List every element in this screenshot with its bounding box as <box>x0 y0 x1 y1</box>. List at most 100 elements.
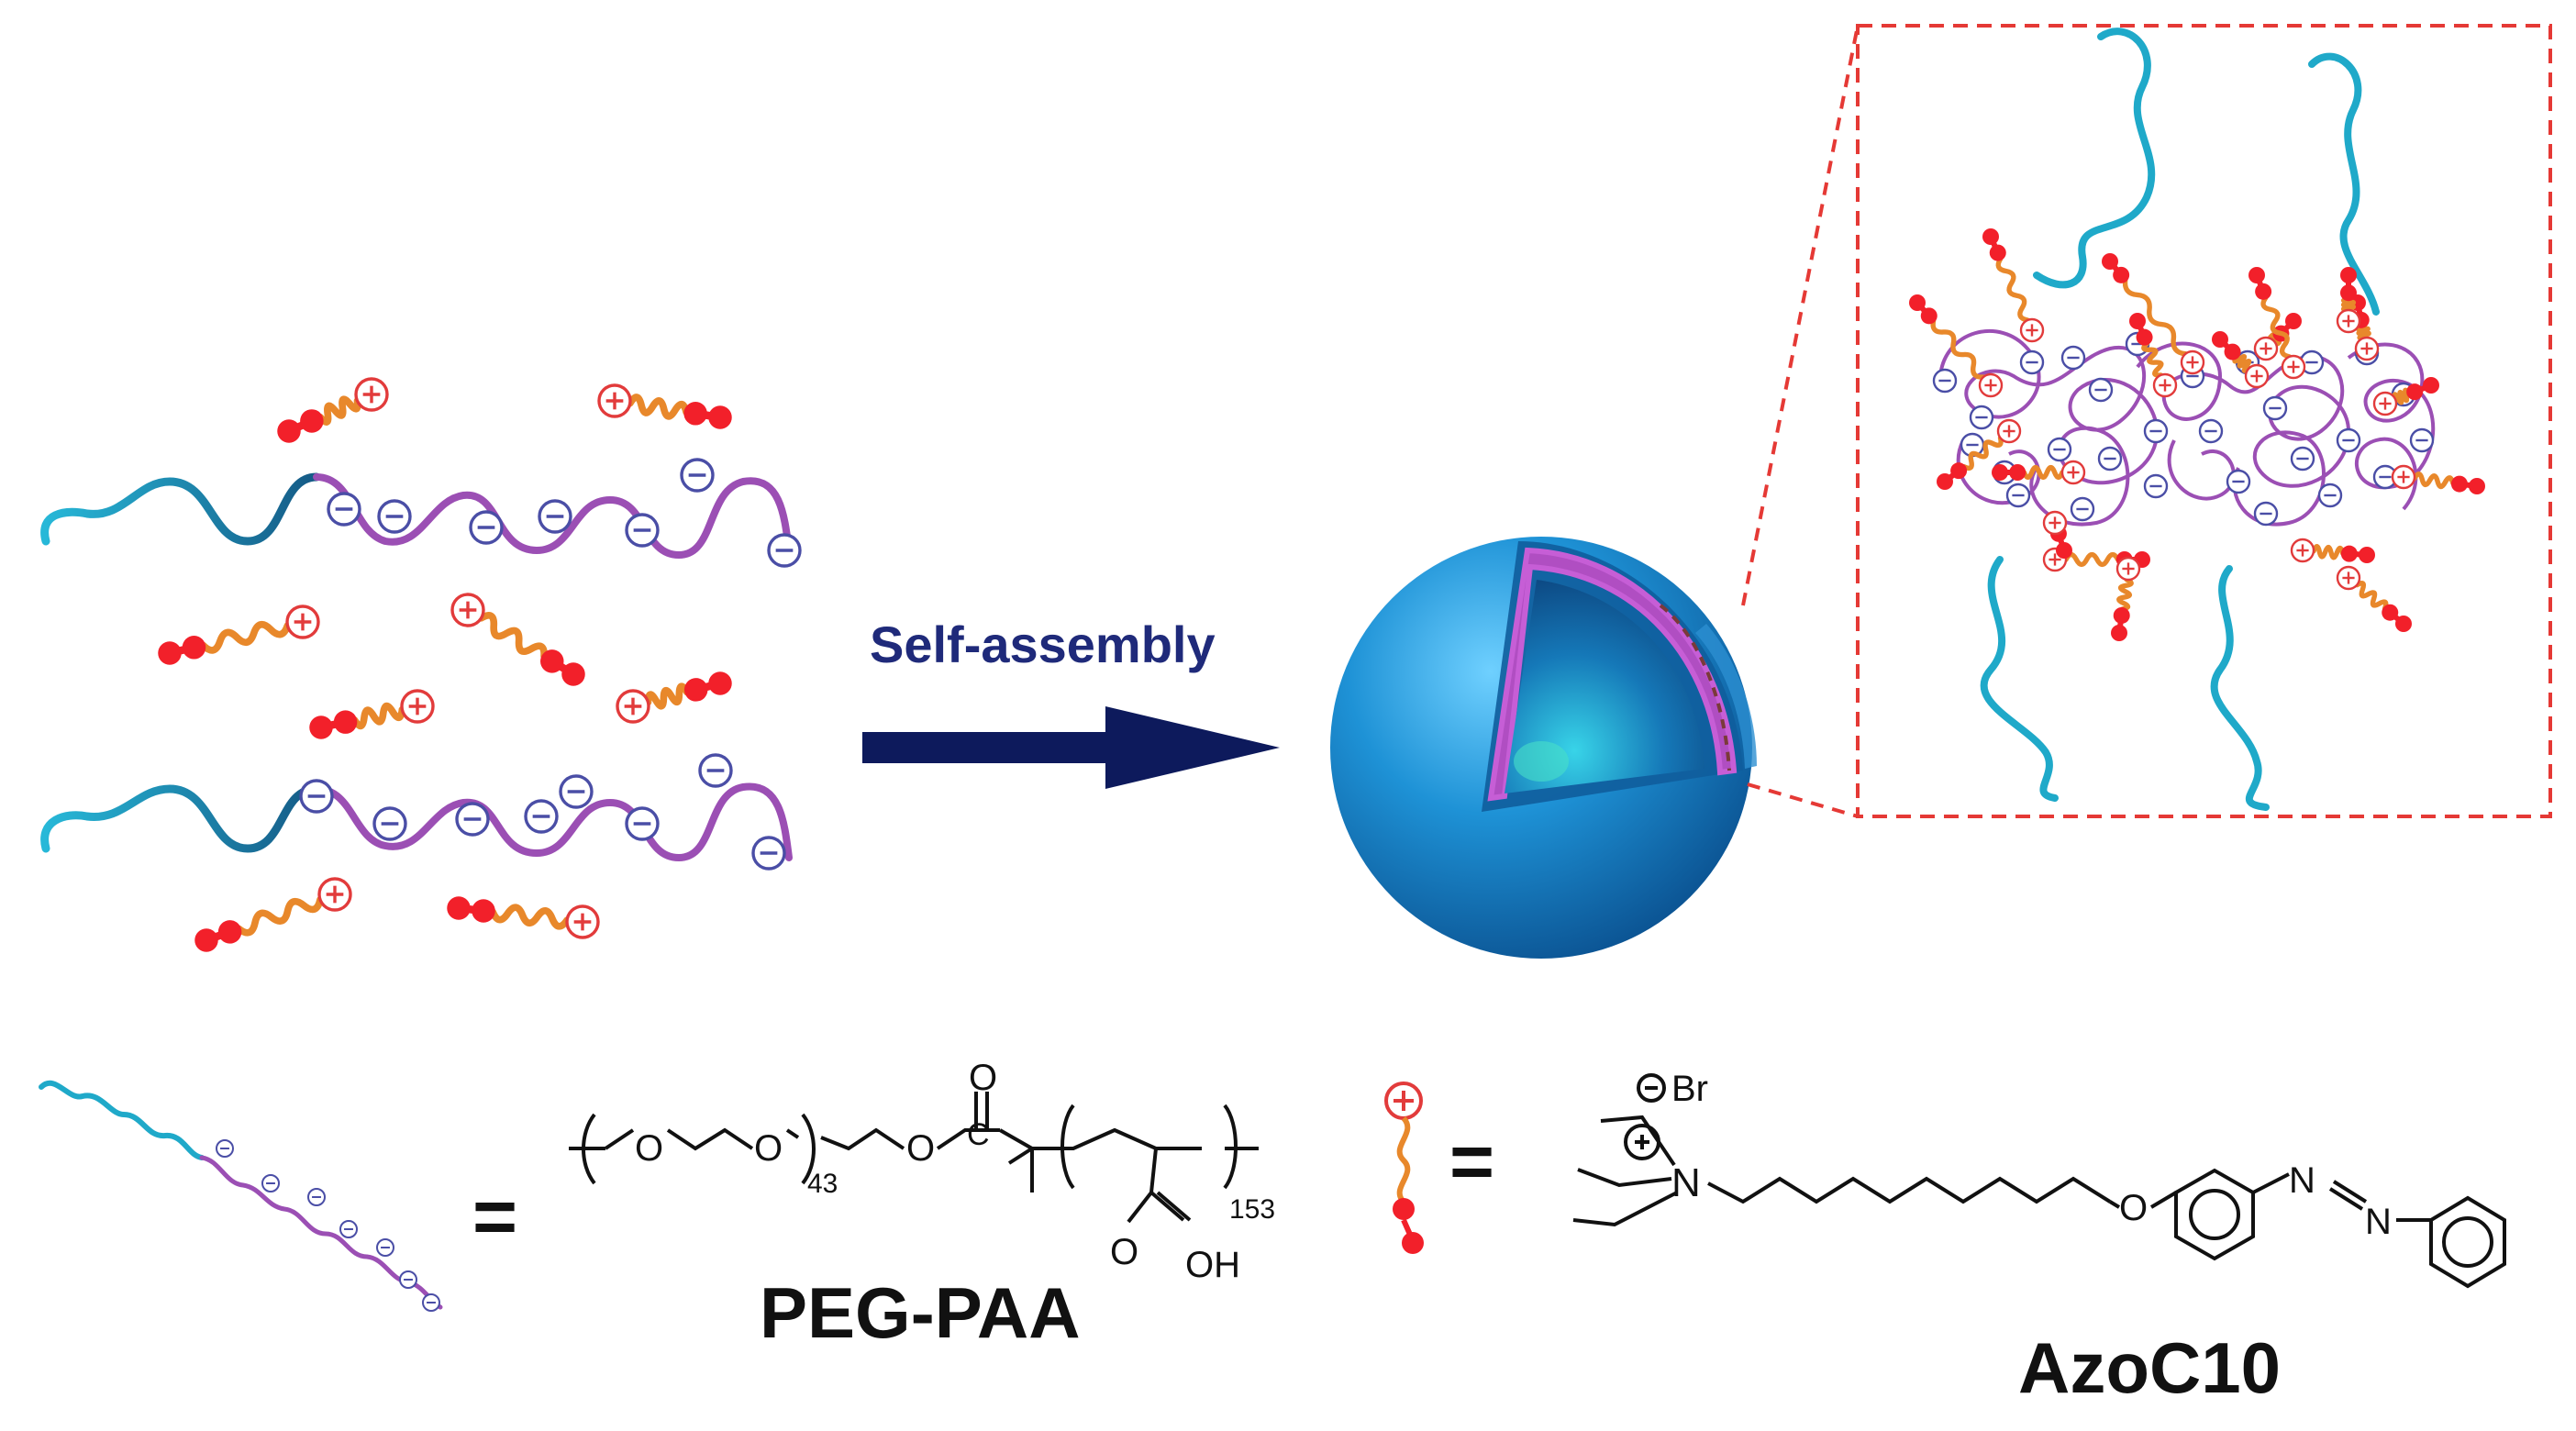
paa-repeat-count: 153 <box>1229 1194 1275 1225</box>
negative-charge <box>625 806 660 841</box>
positive-charge <box>2019 317 2045 343</box>
negative-charge <box>559 774 594 809</box>
arrow-shaft <box>862 732 1110 763</box>
legend-negative-charges <box>216 1139 440 1312</box>
carbonyl-o: O <box>969 1058 997 1098</box>
azoc10-surfactant <box>2248 267 2306 380</box>
azoc10-surfactant <box>2391 464 2485 494</box>
surfactant-name: AzoC10 <box>2018 1327 2281 1408</box>
positive-charge <box>2281 354 2306 380</box>
azoc10-surfactant <box>1937 418 2022 490</box>
peg-corona-bottom-2 <box>2210 565 2270 811</box>
negative-charge <box>2409 427 2435 453</box>
azoc10-surfactant <box>597 383 732 429</box>
positive-charge <box>2042 510 2068 536</box>
negative-charge <box>299 779 334 814</box>
ether-o-2: O <box>754 1128 783 1169</box>
negative-charge <box>2290 446 2315 471</box>
negative-charge <box>2226 469 2251 494</box>
positive-charge <box>354 377 389 412</box>
positive-charge <box>2060 460 2086 485</box>
azoc10-surfactant <box>1982 228 2045 343</box>
positive-charge <box>1978 372 2004 398</box>
positive-charge <box>2244 363 2270 389</box>
negative-charge <box>2253 501 2279 527</box>
peg-block <box>40 472 321 546</box>
azoc10-surfactant <box>194 877 352 952</box>
positive-charge <box>2290 538 2315 563</box>
cavity-highlight <box>1514 741 1569 782</box>
azoc10-surfactant <box>2111 556 2141 641</box>
negative-charge <box>538 499 572 534</box>
negative-charge <box>2060 345 2086 371</box>
negative-charge <box>698 753 733 788</box>
negative-charge <box>1932 368 1958 394</box>
negative-charge <box>327 492 361 527</box>
ether-o-1: O <box>635 1128 663 1169</box>
negative-charge <box>2019 349 2045 375</box>
negative-charge <box>2317 483 2343 508</box>
azoc10-labels: N Br O N N AzoC10 <box>1671 1069 2392 1408</box>
positive-charge <box>2391 464 2416 490</box>
positive-charge <box>2115 556 2141 582</box>
cooh-oh: OH <box>1185 1245 1240 1285</box>
negative-charge <box>767 533 802 568</box>
free-surfactants <box>158 377 732 952</box>
ester-carbon: C <box>967 1117 990 1152</box>
azoc10-surfactant <box>1992 460 2086 485</box>
negative-charge <box>2070 496 2095 522</box>
azoc10-surfactant <box>616 671 732 724</box>
zoom-guide-bottom <box>1747 782 1859 818</box>
negative-charge <box>751 836 786 871</box>
negative-charge <box>2097 446 2123 471</box>
positive-charge <box>565 904 600 939</box>
peg-corona-bottom-1 <box>1980 556 2059 802</box>
azoc10-surfactant <box>277 377 389 443</box>
azoc10-surfactant <box>2336 565 2412 632</box>
aryl-ether-o: O <box>2119 1188 2148 1228</box>
negative-charge <box>625 513 660 548</box>
positive-charge <box>1996 418 2022 444</box>
ester-o: O <box>906 1128 935 1169</box>
positive-charge <box>450 593 485 627</box>
peg-paa-labels: O O 43 O C O 153 O OH PEG-PAA <box>635 1058 1275 1353</box>
negative-charge <box>2143 473 2169 499</box>
peg-corona-top-2 <box>2308 52 2380 316</box>
negative-charge <box>455 802 490 837</box>
ammonium-n: N <box>1671 1160 1701 1205</box>
positive-charge <box>400 689 435 724</box>
negative-charge <box>261 1174 280 1192</box>
azoc10-surfactant <box>309 689 435 739</box>
polymer-chain-lower <box>40 782 793 862</box>
azo-n-2: N <box>2365 1202 2392 1242</box>
peg-repeat-count: 43 <box>807 1169 838 1199</box>
azo-n-1: N <box>2289 1160 2315 1201</box>
positive-charge <box>2372 391 2398 416</box>
positive-charge <box>2336 565 2361 591</box>
vesicle <box>1330 537 1757 959</box>
negative-charge <box>2047 437 2072 462</box>
paa-block <box>313 782 793 862</box>
negative-charge <box>469 510 504 545</box>
peg-block <box>40 784 321 853</box>
peg-corona-top-1 <box>2033 28 2156 289</box>
azoc10-surfactant <box>450 593 585 686</box>
positive-charge <box>2180 349 2205 375</box>
zoom-inset <box>1856 24 2552 818</box>
positive-charge <box>2152 372 2178 398</box>
azoc10-structure <box>1572 1073 2506 1289</box>
positive-charge <box>616 689 650 724</box>
negative-charge <box>307 1188 326 1206</box>
paa-block <box>313 473 793 560</box>
zoom-surfactants <box>1909 228 2485 641</box>
negative-charges <box>299 458 802 871</box>
counterion-br: Br <box>1671 1069 1708 1109</box>
azoc10-surfactant <box>447 896 600 939</box>
negative-charge <box>2088 377 2114 403</box>
negative-charge <box>524 799 559 834</box>
negative-charge <box>2005 483 2031 508</box>
peg-paa-structure <box>569 1092 1259 1224</box>
negative-charge <box>372 806 407 841</box>
polymer-chain-upper <box>40 472 793 560</box>
positive-charge <box>2354 336 2380 361</box>
